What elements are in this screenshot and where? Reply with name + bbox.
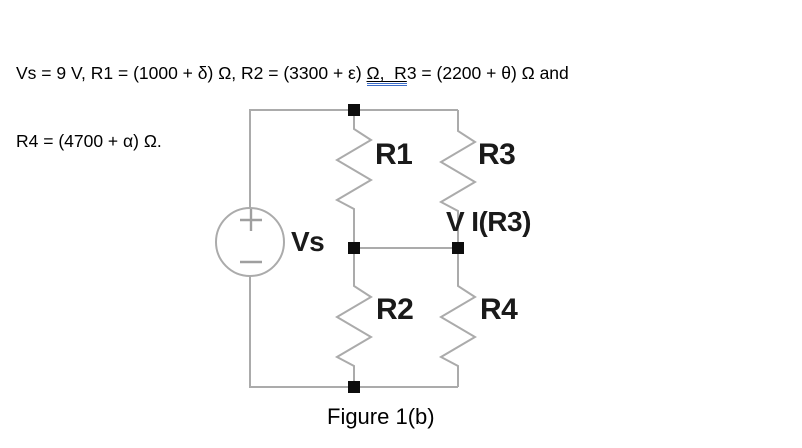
problem-text-pre: Vs = 9 V, R1 = (1000 + δ) Ω, R2 = (3300 … [16,63,367,83]
resistor-r3-symbol [438,110,477,248]
problem-line-1: Vs = 9 V, R1 = (1000 + δ) Ω, R2 = (3300 … [16,62,569,86]
plus-icon [240,209,262,231]
resistor-label-r2: R2 [376,293,414,326]
voltage-source-label: Vs [291,226,325,257]
problem-line-2: R4 = (4700 + α) Ω. [16,130,162,151]
junction-node-middle-right [452,242,464,254]
problem-statement: Vs = 9 V, R1 = (1000 + δ) Ω, R2 = (3300 … [16,17,569,197]
current-direction-arrow: V [446,206,465,237]
resistor-r4-symbol [438,248,477,387]
grammar-check-underlined-text: Ω, R [366,63,407,86]
resistor-label-r1: R1 [375,138,413,171]
resistor-r1-symbol [334,110,373,248]
wire-bottom-rail [249,276,458,388]
junction-node-bottom [348,381,360,393]
wire-top-rail [249,109,458,208]
voltage-source-symbol [215,207,285,277]
resistor-label-r4: R4 [480,293,518,326]
figure-caption: Figure 1(b) [327,404,435,429]
problem-text-post: 3 = (2200 + θ) Ω and [406,63,569,83]
junction-node-middle-left [348,242,360,254]
resistor-r2-symbol [334,248,373,387]
current-label: I(R3) [471,206,531,237]
resistor-label-r3: R3 [478,138,516,171]
junction-node-top [348,104,360,116]
